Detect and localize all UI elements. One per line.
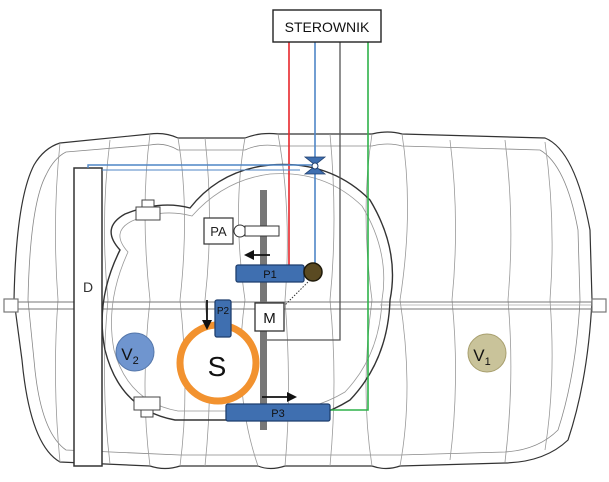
pump-p1-label: P1 — [263, 269, 276, 281]
vent-v2-sub: 2 — [133, 355, 139, 367]
pump-p3-label: P3 — [271, 408, 284, 420]
aerator-nozzle — [234, 225, 246, 237]
aerator-pa-label: PA — [210, 224, 227, 239]
vent-v1-sub: 1 — [485, 356, 491, 368]
pump-p2-label: P2 — [217, 306, 230, 317]
pump-p3-arrow — [262, 392, 297, 402]
vent-v2-main: V — [121, 345, 133, 364]
green-wire — [330, 42, 368, 410]
sludge-label: S — [208, 351, 227, 382]
blue-air-line — [88, 165, 315, 168]
drain-panel-label: D — [83, 279, 93, 295]
float-ball — [304, 263, 322, 281]
vent-v1-main: V — [473, 346, 485, 365]
drain-panel-d — [74, 168, 102, 466]
dark-wire — [267, 42, 340, 340]
aerator-pipe — [245, 226, 279, 236]
motor-m-label: M — [263, 310, 276, 327]
controller-label: STEROWNIK — [285, 19, 370, 35]
